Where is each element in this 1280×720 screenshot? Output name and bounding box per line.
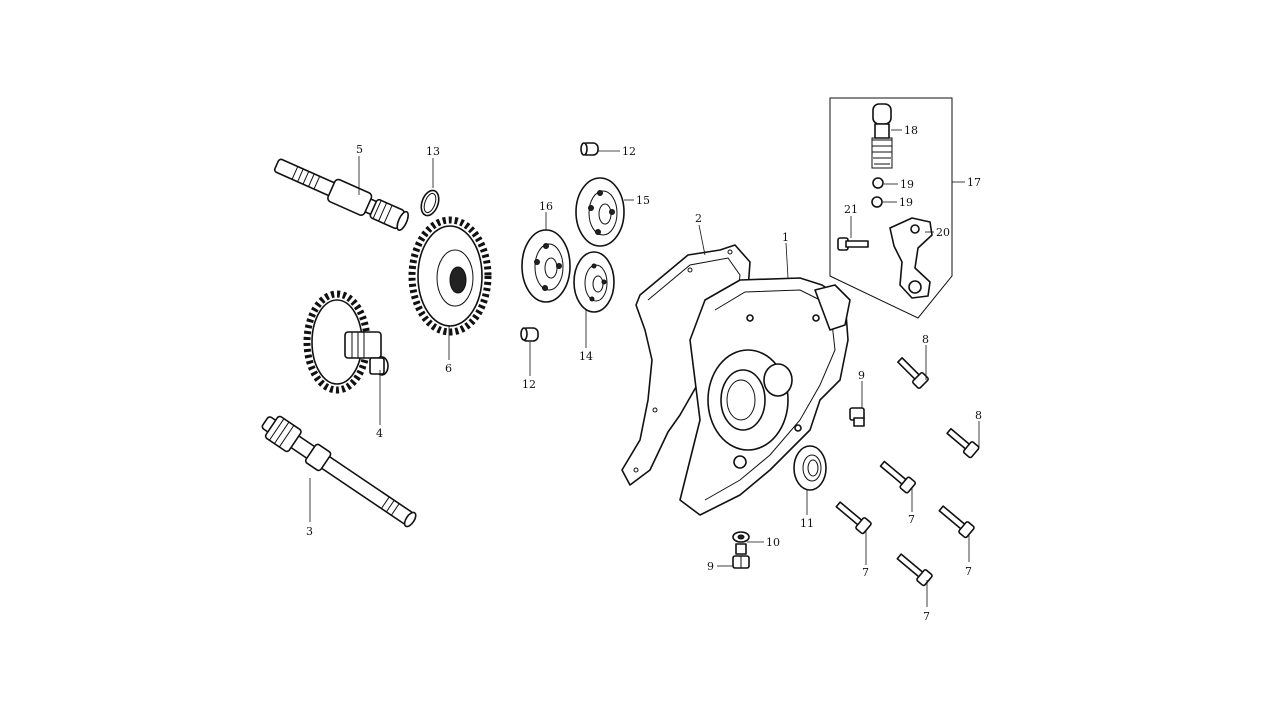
callout-8-upper: 8 [922,333,929,346]
part-oil-seal [793,445,827,491]
part-circlip [420,189,440,217]
callout-8-lower: 8 [975,409,982,422]
callout-7-d: 7 [923,610,930,623]
callout-6: 6 [445,362,452,375]
callout-19-b: 19 [899,196,913,209]
callout-13: 13 [426,145,440,158]
callout-7-b: 7 [862,566,869,579]
callout-21: 21 [844,203,858,216]
callout-14: 14 [579,350,593,363]
callout-11: 11 [800,517,814,530]
callout-15: 15 [636,194,650,207]
part-bolt-7-a [879,460,917,494]
callout-10: 10 [766,536,780,549]
part-dowel-pin-top [580,142,599,156]
part-bolt-8-lower [946,427,980,459]
callout-12-bottom: 12 [522,378,536,391]
callout-4: 4 [376,427,383,440]
part-bearing-14 [573,251,615,313]
part-tensioner-18 [871,103,893,169]
part-bearing-15 [575,177,625,247]
callout-1: 1 [782,231,789,244]
part-bolt-8-upper [897,357,929,389]
callout-16: 16 [539,200,553,213]
part-bracket-20 [889,217,933,299]
part-oring-19-b [871,196,883,208]
leader-lines [309,129,980,607]
part-bolt-21 [837,237,869,251]
callout-5: 5 [356,143,363,156]
callout-19-a: 19 [900,178,914,191]
part-drive-shaft [273,158,409,232]
part-bolt-9-upper [849,407,865,427]
part-transmission-cover [679,277,851,516]
part-countershaft-gear [303,290,389,394]
callout-7-c: 7 [965,565,972,578]
part-bolt-7-b [835,501,872,535]
part-dowel-pin-bottom [520,327,539,342]
part-bolt-7-c [938,505,975,539]
callout-20: 20 [936,226,950,239]
kit-17-boundary [829,97,953,319]
part-large-gear [408,216,492,336]
callout-18: 18 [904,124,918,137]
callout-12-top: 12 [622,145,636,158]
part-washer [732,531,750,543]
callout-17: 17 [967,176,981,189]
callout-3: 3 [306,525,313,538]
part-bearing-16 [521,229,571,303]
callout-9-upper: 9 [858,369,865,382]
callout-labels: 5 13 6 4 3 12 12 16 15 14 2 1 11 10 9 9 … [306,124,982,623]
part-bolt-7-d [896,553,933,587]
part-drain-bolt [732,543,750,569]
part-oring-19-a [872,177,884,189]
callout-7-a: 7 [908,513,915,526]
callout-2: 2 [695,212,702,225]
part-output-shaft [261,415,417,528]
callout-9-bottom: 9 [707,560,714,573]
